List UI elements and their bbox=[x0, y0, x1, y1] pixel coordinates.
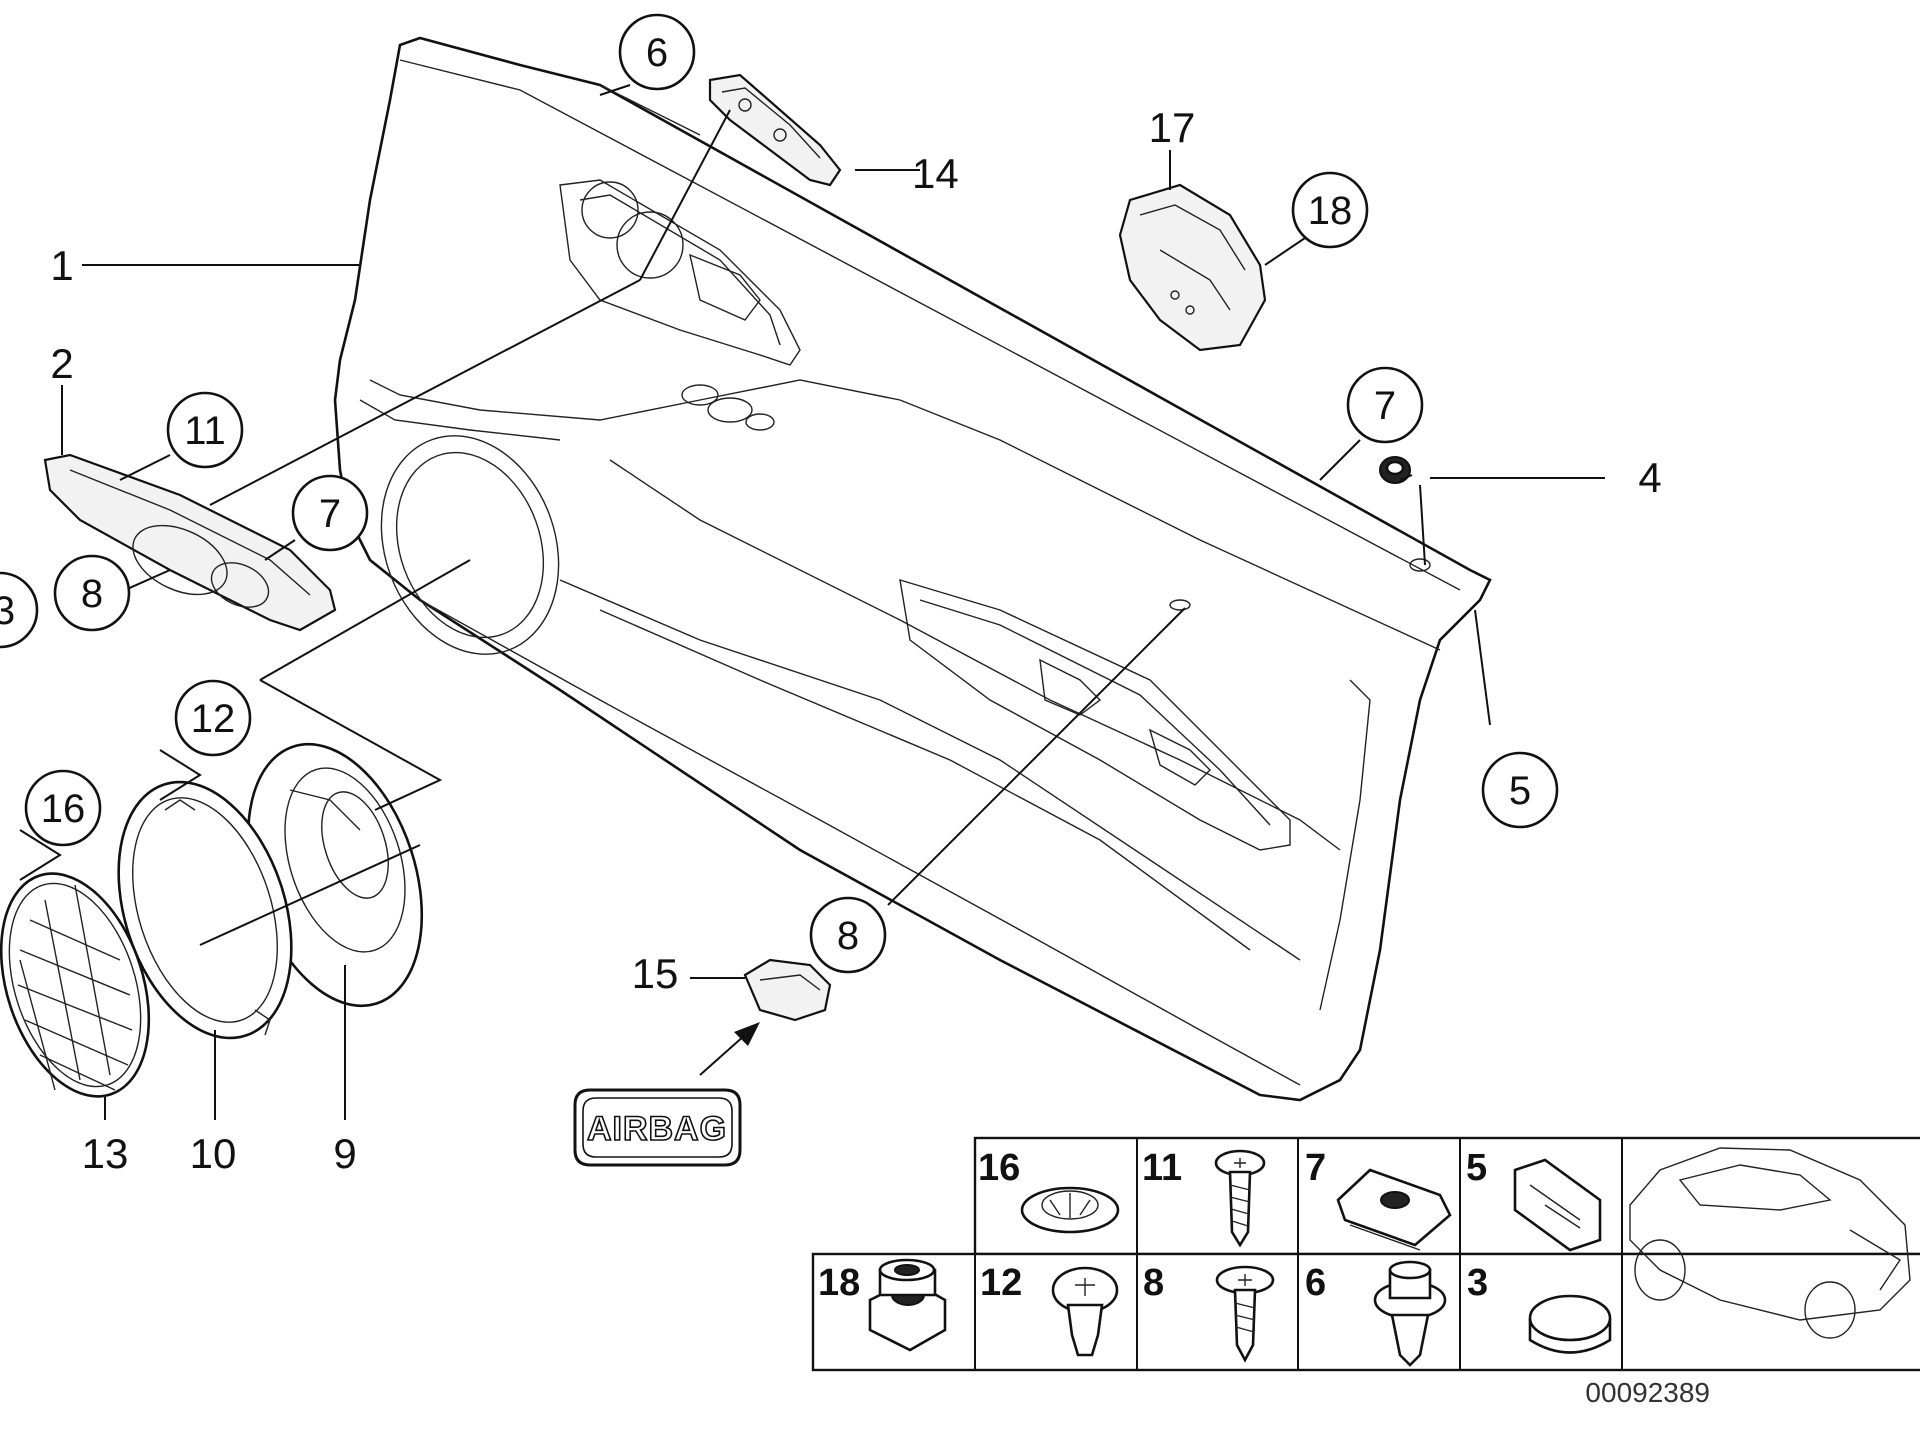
callout-3-partial: 3 bbox=[0, 571, 39, 649]
table-cell-11: 11 bbox=[1142, 1147, 1182, 1189]
part-2-speaker-cover bbox=[43, 453, 337, 632]
part-4-grommet bbox=[1379, 456, 1411, 484]
nut-18-icon bbox=[868, 1258, 947, 1352]
table-cell-18: 18 bbox=[818, 1262, 860, 1304]
callout-11: 11 bbox=[166, 391, 244, 469]
airbag-badge: AIRBAG bbox=[573, 1088, 742, 1167]
leader-lines bbox=[19, 84, 1605, 1120]
callout-17: 17 bbox=[1149, 104, 1196, 151]
svg-text:18: 18 bbox=[1308, 189, 1353, 233]
airbag-arrow bbox=[699, 1022, 760, 1076]
rivet-12-icon bbox=[1051, 1266, 1119, 1357]
svg-text:8: 8 bbox=[837, 914, 859, 958]
svg-text:17: 17 bbox=[1149, 104, 1196, 151]
table-cell-8: 8 bbox=[1143, 1262, 1164, 1304]
table-cell-6: 6 bbox=[1305, 1262, 1326, 1304]
svg-text:7: 7 bbox=[1374, 384, 1396, 428]
callout-8-b: 8 bbox=[809, 896, 887, 974]
callout-6: 6 bbox=[618, 13, 696, 91]
svg-text:11: 11 bbox=[184, 409, 226, 453]
callout-10: 10 bbox=[190, 1130, 237, 1177]
callout-7-a: 7 bbox=[1346, 366, 1424, 444]
svg-text:8: 8 bbox=[81, 572, 103, 616]
airbag-label: AIRBAG bbox=[587, 1110, 727, 1148]
reference-code: 00092389 bbox=[1585, 1377, 1710, 1408]
svg-text:16: 16 bbox=[41, 787, 86, 831]
door-trim-panel bbox=[333, 36, 1492, 1102]
clip-5-icon bbox=[1513, 1158, 1602, 1252]
part-13-speaker-grille bbox=[0, 872, 151, 1098]
cap-3-icon bbox=[1528, 1294, 1612, 1354]
svg-text:15: 15 bbox=[632, 950, 679, 997]
table-cell-7: 7 bbox=[1305, 1147, 1326, 1189]
callout-1: 1 bbox=[50, 242, 73, 289]
callout-15: 15 bbox=[632, 950, 679, 997]
callout-16: 16 bbox=[24, 769, 102, 847]
callout-18: 18 bbox=[1291, 171, 1369, 249]
part-17-block bbox=[1118, 183, 1267, 352]
svg-text:5: 5 bbox=[1509, 769, 1531, 813]
parts-table: 16 11 7 5 bbox=[811, 1136, 1920, 1372]
callout-4: 4 bbox=[1638, 454, 1661, 501]
callout-2: 2 bbox=[50, 340, 73, 387]
callout-5: 5 bbox=[1481, 751, 1559, 829]
clip-16-icon bbox=[1020, 1186, 1120, 1234]
table-cell-5: 5 bbox=[1466, 1147, 1487, 1189]
vehicle-outline-icon bbox=[1629, 1147, 1911, 1339]
svg-text:14: 14 bbox=[912, 150, 959, 197]
screw-8-icon bbox=[1215, 1265, 1275, 1363]
svg-text:1: 1 bbox=[50, 242, 73, 289]
svg-text:13: 13 bbox=[82, 1130, 129, 1177]
svg-text:7: 7 bbox=[319, 492, 341, 536]
part-15-clip bbox=[743, 958, 832, 1022]
svg-text:6: 6 bbox=[646, 31, 668, 75]
svg-text:4: 4 bbox=[1638, 454, 1661, 501]
svg-text:2: 2 bbox=[50, 340, 73, 387]
callout-13: 13 bbox=[82, 1130, 129, 1177]
svg-text:12: 12 bbox=[191, 697, 236, 741]
screw-11-icon bbox=[1214, 1149, 1266, 1248]
clip-7-icon bbox=[1336, 1168, 1452, 1251]
svg-text:10: 10 bbox=[190, 1130, 237, 1177]
svg-text:3: 3 bbox=[0, 589, 15, 633]
table-cell-12: 12 bbox=[980, 1262, 1022, 1304]
callout-12: 12 bbox=[174, 679, 252, 757]
callout-7-b: 7 bbox=[291, 474, 369, 552]
table-cell-3: 3 bbox=[1467, 1262, 1488, 1304]
callout-9: 9 bbox=[333, 1130, 356, 1177]
push-clip-6-icon bbox=[1373, 1260, 1447, 1367]
table-cell-16: 16 bbox=[978, 1147, 1020, 1189]
part-14-bracket bbox=[708, 73, 842, 187]
callout-8-a: 8 bbox=[53, 554, 131, 632]
callout-14: 14 bbox=[912, 150, 959, 197]
svg-text:9: 9 bbox=[333, 1130, 356, 1177]
